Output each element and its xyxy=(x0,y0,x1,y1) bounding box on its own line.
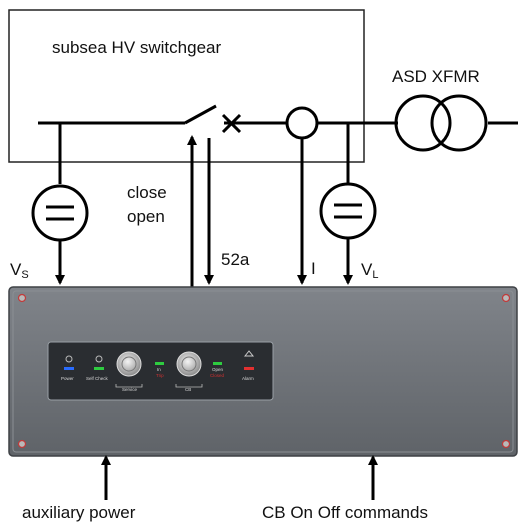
trip-indicator-label: Trip xyxy=(156,373,164,378)
relay-panel: Power Self Check In Open Alarm Trip Clos… xyxy=(8,286,518,457)
current-transformer-icon xyxy=(285,106,319,140)
closed-indicator-label: Closed xyxy=(210,373,225,378)
main-bus xyxy=(38,104,518,134)
open-indicator-label: Open xyxy=(212,367,224,372)
self-check-icon xyxy=(95,355,103,363)
panel-screw-icon xyxy=(17,293,511,449)
switchgear-box xyxy=(8,9,365,163)
service-knob[interactable] xyxy=(116,351,142,377)
breaker-status-label: 52a xyxy=(221,250,250,269)
source-voltage-sensor xyxy=(31,123,89,285)
open-led xyxy=(213,362,222,365)
current-label: I xyxy=(311,259,316,278)
in-led xyxy=(155,362,164,365)
cb-knob[interactable] xyxy=(176,351,202,377)
open-label: open xyxy=(127,207,165,226)
service-knob-label: Service xyxy=(122,387,138,392)
self-check-indicator-label: Self Check xyxy=(86,376,109,381)
cb-knob-label: CB xyxy=(185,387,191,392)
load-voltage-label: VL xyxy=(361,260,378,281)
aux-power-label: auxiliary power xyxy=(22,503,136,522)
alarm-led xyxy=(244,367,254,370)
power-icon xyxy=(65,355,73,363)
alarm-indicator-label: Alarm xyxy=(242,376,254,381)
switchgear-label: subsea HV switchgear xyxy=(52,38,221,57)
source-voltage-label: VS xyxy=(10,260,29,281)
relay-front-plate xyxy=(47,341,274,401)
cb-commands-label: CB On Off commands xyxy=(262,503,428,522)
load-voltage-sensor xyxy=(319,123,377,285)
power-led xyxy=(64,367,74,370)
self-check-led xyxy=(94,367,104,370)
close-label: close xyxy=(127,183,167,202)
alarm-icon xyxy=(243,350,255,357)
transformer-label: ASD XFMR xyxy=(392,67,480,86)
asd-transformer-icon xyxy=(394,94,488,152)
in-indicator-label: In xyxy=(157,367,161,372)
power-indicator-label: Power xyxy=(61,376,74,381)
